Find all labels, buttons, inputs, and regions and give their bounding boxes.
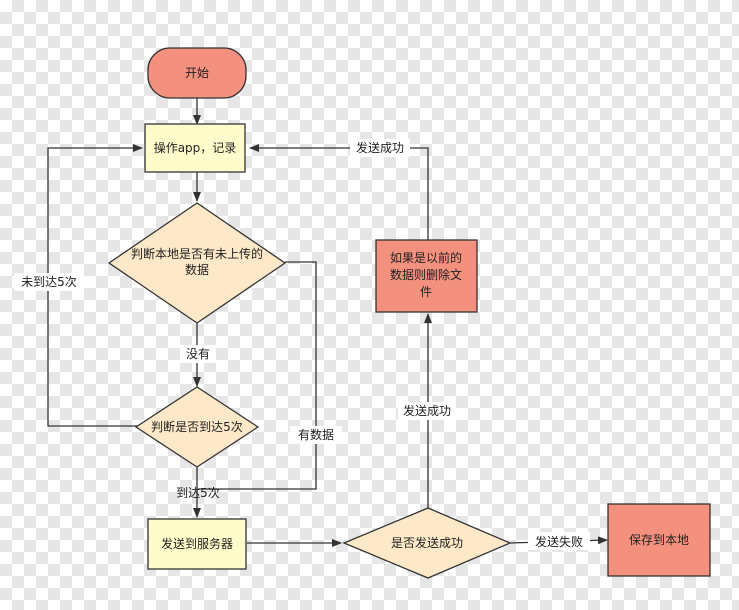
node-check-data-label-2: 数据 <box>185 262 209 277</box>
node-delete-label-3: 件 <box>420 285 432 299</box>
node-delete-label-2: 数据则删除文 <box>390 267 462 282</box>
node-start-label: 开始 <box>185 66 209 80</box>
node-check-5-label: 判断是否到达5次 <box>151 419 243 434</box>
node-start <box>147 47 247 99</box>
label-bg-send-fail <box>528 532 590 550</box>
label-bg-no-data <box>180 345 216 363</box>
node-delete-old <box>375 239 478 313</box>
label-send-success-up: 发送成功 <box>403 403 451 418</box>
label-no-data: 没有 <box>186 346 210 361</box>
edge-has-data-to-send <box>198 261 317 490</box>
node-send-label: 发送到服务器 <box>161 536 233 551</box>
node-check-data-label-1: 判断本地是否有未上传的 <box>131 246 263 261</box>
node-delete-label-1: 如果是以前的 <box>390 250 462 265</box>
node-check-5 <box>134 386 260 468</box>
node-operate <box>144 123 246 173</box>
label-has-data: 有数据 <box>298 427 334 442</box>
label-bg-success-back <box>350 139 410 157</box>
node-send-ok-label: 是否发送成功 <box>391 535 463 550</box>
label-send-success-back: 发送成功 <box>356 140 404 155</box>
label-bg-not-reached <box>14 273 84 291</box>
label-reached-5: 到达5次 <box>176 486 220 500</box>
edge-delete-back-to-operate <box>249 144 429 240</box>
label-bg-has-data <box>290 426 342 444</box>
node-send-ok <box>342 507 512 579</box>
node-save-local-label: 保存到本地 <box>629 533 689 547</box>
label-bg-success-up <box>398 402 456 420</box>
label-send-fail: 发送失败 <box>535 534 583 549</box>
node-check-data <box>107 202 287 324</box>
node-send <box>147 518 247 570</box>
label-not-reached-5: 未到达5次 <box>21 275 77 289</box>
node-operate-label: 操作app，记录 <box>154 140 237 155</box>
node-save-local <box>607 503 711 577</box>
